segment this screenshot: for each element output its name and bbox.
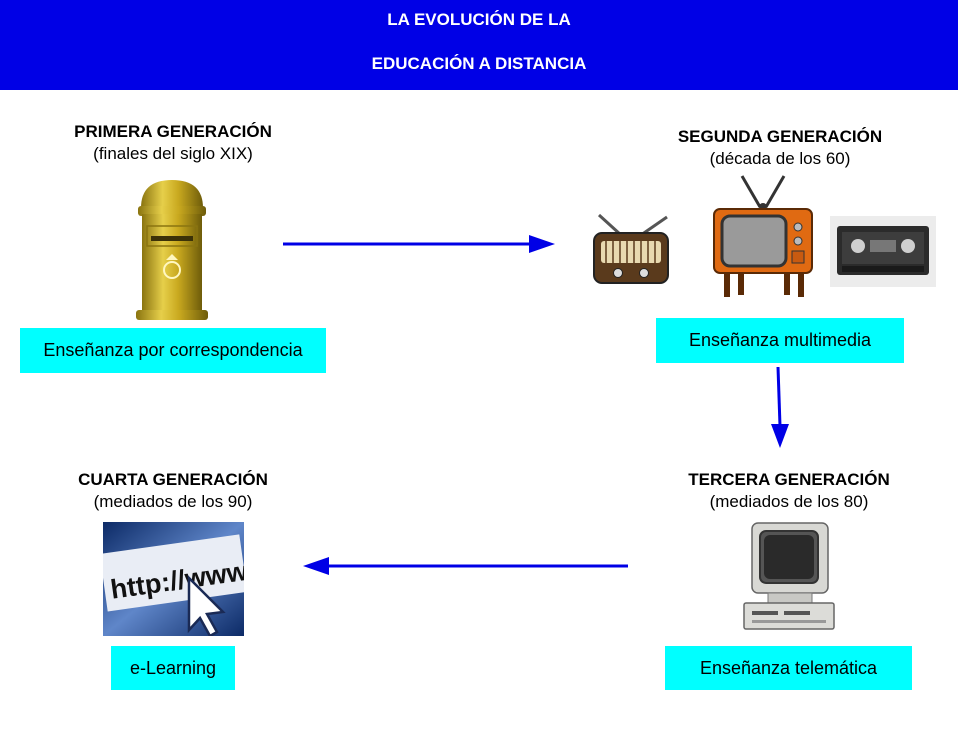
gen-2-label-text: Enseñanza multimedia (688, 330, 872, 350)
title-line-1: LA EVOLUCIÓN DE LA (387, 10, 571, 29)
gen-4-period: (mediados de los 90) (93, 492, 253, 511)
radio-icon (593, 213, 669, 284)
gen-2-heading: SEGUNDA GENERACIÓN (década de los 60) (655, 126, 905, 170)
gen-4-title: CUARTA GENERACIÓN (78, 470, 268, 489)
gen-1-title: PRIMERA GENERACIÓN (74, 122, 272, 141)
title-line-2: EDUCACIÓN A DISTANCIA (371, 54, 587, 73)
arrow-gen1-to-gen2 (283, 235, 555, 253)
gen-1-label-text: Enseñanza por correspondencia (43, 340, 303, 360)
gen-3-title: TERCERA GENERACIÓN (688, 470, 890, 489)
gen-1-heading: PRIMERA GENERACIÓN (finales del siglo XI… (50, 121, 296, 165)
gen-4-label: e-Learning (111, 646, 235, 690)
gen-2-period: (década de los 60) (709, 149, 851, 168)
http-cursor-icon: http://www (103, 522, 244, 636)
gen-2-label: Enseñanza multimedia (656, 318, 904, 363)
computer-icon (743, 522, 835, 630)
gen-1-period: (finales del siglo XIX) (93, 144, 253, 163)
mailbox-icon (136, 180, 208, 320)
arrow-gen3-to-gen4 (303, 557, 628, 575)
gen-4-label-text: e-Learning (129, 657, 217, 678)
gen-1-label: Enseñanza por correspondencia (20, 328, 326, 373)
gen-3-label: Enseñanza telemática (665, 646, 912, 690)
gen-2-title: SEGUNDA GENERACIÓN (677, 127, 883, 146)
gen-3-heading: TERCERA GENERACIÓN (mediados de los 80) (660, 469, 918, 513)
title-banner: LA EVOLUCIÓN DE LA EDUCACIÓN A DISTANCIA (0, 0, 958, 90)
arrow-gen2-to-gen3 (771, 366, 789, 448)
television-icon (713, 175, 813, 297)
vhs-cassette-icon (830, 216, 936, 287)
gen-4-heading: CUARTA GENERACIÓN (mediados de los 90) (48, 469, 298, 513)
gen-3-label-text: Enseñanza telemática (699, 657, 878, 678)
gen-3-period: (mediados de los 80) (709, 492, 869, 511)
